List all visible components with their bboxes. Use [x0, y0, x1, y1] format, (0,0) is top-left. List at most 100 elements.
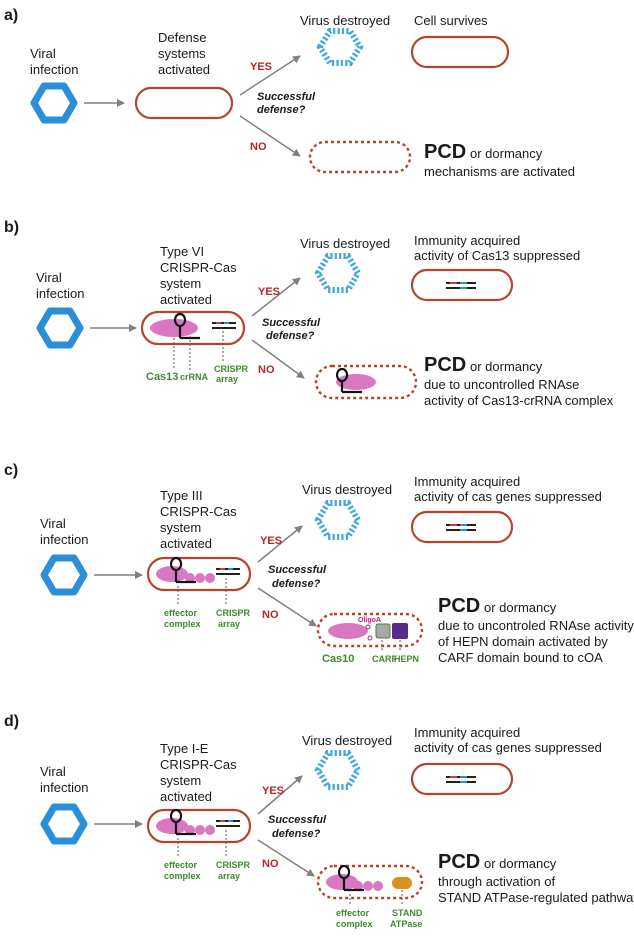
hexagon-virus-icon: [40, 554, 88, 596]
array-label: array: [216, 374, 238, 384]
no-label: NO: [258, 364, 275, 376]
outcome-title-line2: activity of cas genes suppressed: [414, 489, 602, 504]
dashed-hexagon-destroyed-virus-icon: [314, 500, 362, 540]
effector-subunit-icon: [195, 573, 205, 583]
effector-subunit-icon: [195, 825, 205, 835]
infection-label-line2: infection: [40, 780, 88, 795]
question-line1: Successful: [268, 564, 327, 576]
system-label-line4: activated: [160, 292, 212, 307]
no-arrow: [257, 839, 315, 877]
complex-label: complex: [164, 871, 201, 881]
pcd-text-line3: STAND ATPase-regulated pathway: [438, 890, 634, 905]
no-arrow: [257, 587, 317, 627]
panel-label: b): [4, 219, 19, 236]
dashed-hexagon-destroyed-virus-icon: [314, 253, 362, 293]
virus-destroyed-label: Virus destroyed: [300, 236, 390, 251]
yes-label: YES: [250, 61, 272, 73]
system-label-line1: Type I-E: [160, 741, 209, 756]
hepn-domain-icon: [392, 623, 408, 639]
crispr-label: CRISPR: [214, 364, 249, 374]
pcd-text-line2: mechanisms are activated: [424, 164, 575, 179]
yes-label: YES: [262, 785, 284, 797]
pcd-text-line2: due to uncontrolled RNAse: [424, 377, 579, 392]
dying-cell-icon: [308, 140, 412, 174]
hexagon-virus-icon: [30, 82, 78, 124]
effector-protein-icon: [156, 566, 188, 582]
crispr-array-icon: [216, 568, 240, 575]
hairpin-crrna-icon: [337, 864, 364, 892]
cell-capsule-icon: [146, 556, 252, 592]
system-label-line3: system: [160, 276, 201, 291]
effector-subunit-icon: [205, 825, 215, 835]
system-label-line2: systems: [158, 46, 206, 61]
oligoa-label: OligoA: [358, 617, 381, 624]
pcd-text-line2: due to uncontroled RNAse activity: [438, 618, 634, 633]
dashed-hexagon-destroyed-virus-icon: [314, 750, 362, 790]
panel-d: d) Viral infection Type I-E CRISPR-Cas s…: [4, 713, 634, 929]
pcd-label: PCD: [424, 141, 466, 163]
infection-label-line1: Viral: [40, 764, 66, 779]
outcome-title-line1: Cell survives: [414, 13, 488, 28]
system-label-line3: activated: [158, 62, 210, 77]
complex-label: complex: [336, 919, 373, 929]
carf-label: CARF: [372, 654, 397, 664]
crispr-array-icon: [212, 322, 236, 329]
virus-destroyed-label: Virus destroyed: [302, 733, 392, 748]
cell-capsule-icon: [134, 86, 234, 120]
infection-label-line2: infection: [36, 286, 84, 301]
hexagon-virus-icon: [40, 803, 88, 845]
system-label-line3: system: [160, 520, 201, 535]
crispr-array-icon: [446, 282, 476, 289]
crispr-label: CRISPR: [216, 860, 251, 870]
question-line2: defense?: [266, 330, 315, 342]
pcd-text-line1: or dormancy: [470, 359, 543, 374]
effector-subunit-icon: [185, 573, 195, 583]
surviving-cell-icon: [410, 35, 510, 69]
oligoa-molecule-icon: [367, 635, 373, 641]
carf-domain-icon: [375, 623, 391, 639]
panel-b: b) Viral infection Type VI CRISPR-Cas sy…: [4, 219, 614, 408]
panel-label: c): [4, 462, 18, 479]
effector-subunit-icon: [205, 573, 215, 583]
hexagon-virus-icon: [36, 307, 84, 349]
infection-label-line2: infection: [30, 62, 78, 77]
outcome-title-line1: Immunity acquired: [414, 233, 520, 248]
question-line2: defense?: [272, 578, 321, 590]
system-label-line4: activated: [160, 536, 212, 551]
system-label-line1: Type VI: [160, 244, 204, 259]
cas13-protein-icon: [150, 319, 198, 337]
hairpin-crrna-icon: [169, 556, 196, 584]
system-label-line4: activated: [160, 789, 212, 804]
effector-label: effector: [164, 608, 198, 618]
panel-label: a): [4, 7, 18, 24]
infection-label-line1: Viral: [30, 46, 56, 61]
crrna-label: crRNA: [180, 372, 209, 382]
question-line2: defense?: [272, 828, 321, 840]
panel-label: d): [4, 713, 19, 730]
system-label-line1: Defense: [158, 30, 206, 45]
crispr-array-icon: [446, 776, 476, 783]
panel-a: a) Viral infection Defense systems activ…: [4, 7, 575, 179]
no-arrow: [239, 115, 301, 157]
pcd-label: PCD: [424, 354, 466, 376]
infection-label-line1: Viral: [36, 270, 62, 285]
pcd-text-line3: of HEPN domain activated by: [438, 634, 608, 649]
yes-arrow: [239, 55, 301, 96]
pcd-text-line2: through activation of: [438, 874, 555, 889]
yes-label: YES: [260, 535, 282, 547]
atpase-label: ATPase: [390, 919, 422, 929]
hairpin-crrna-icon: [169, 808, 196, 836]
pcd-label: PCD: [438, 851, 480, 873]
outcome-title-line1: Immunity acquired: [414, 474, 520, 489]
effector-subunit-icon: [353, 881, 363, 891]
hepn-label: HEPN: [394, 654, 419, 664]
question-line1: Successful: [268, 814, 327, 826]
pcd-text-line1: or dormancy: [484, 600, 557, 615]
effector-subunit-icon: [373, 881, 383, 891]
crispr-label: CRISPR: [216, 608, 251, 618]
dying-cell-icon: [314, 364, 418, 400]
yes-arrow: [251, 277, 301, 317]
no-label: NO: [262, 609, 279, 621]
cas10-label: Cas10: [322, 653, 354, 665]
